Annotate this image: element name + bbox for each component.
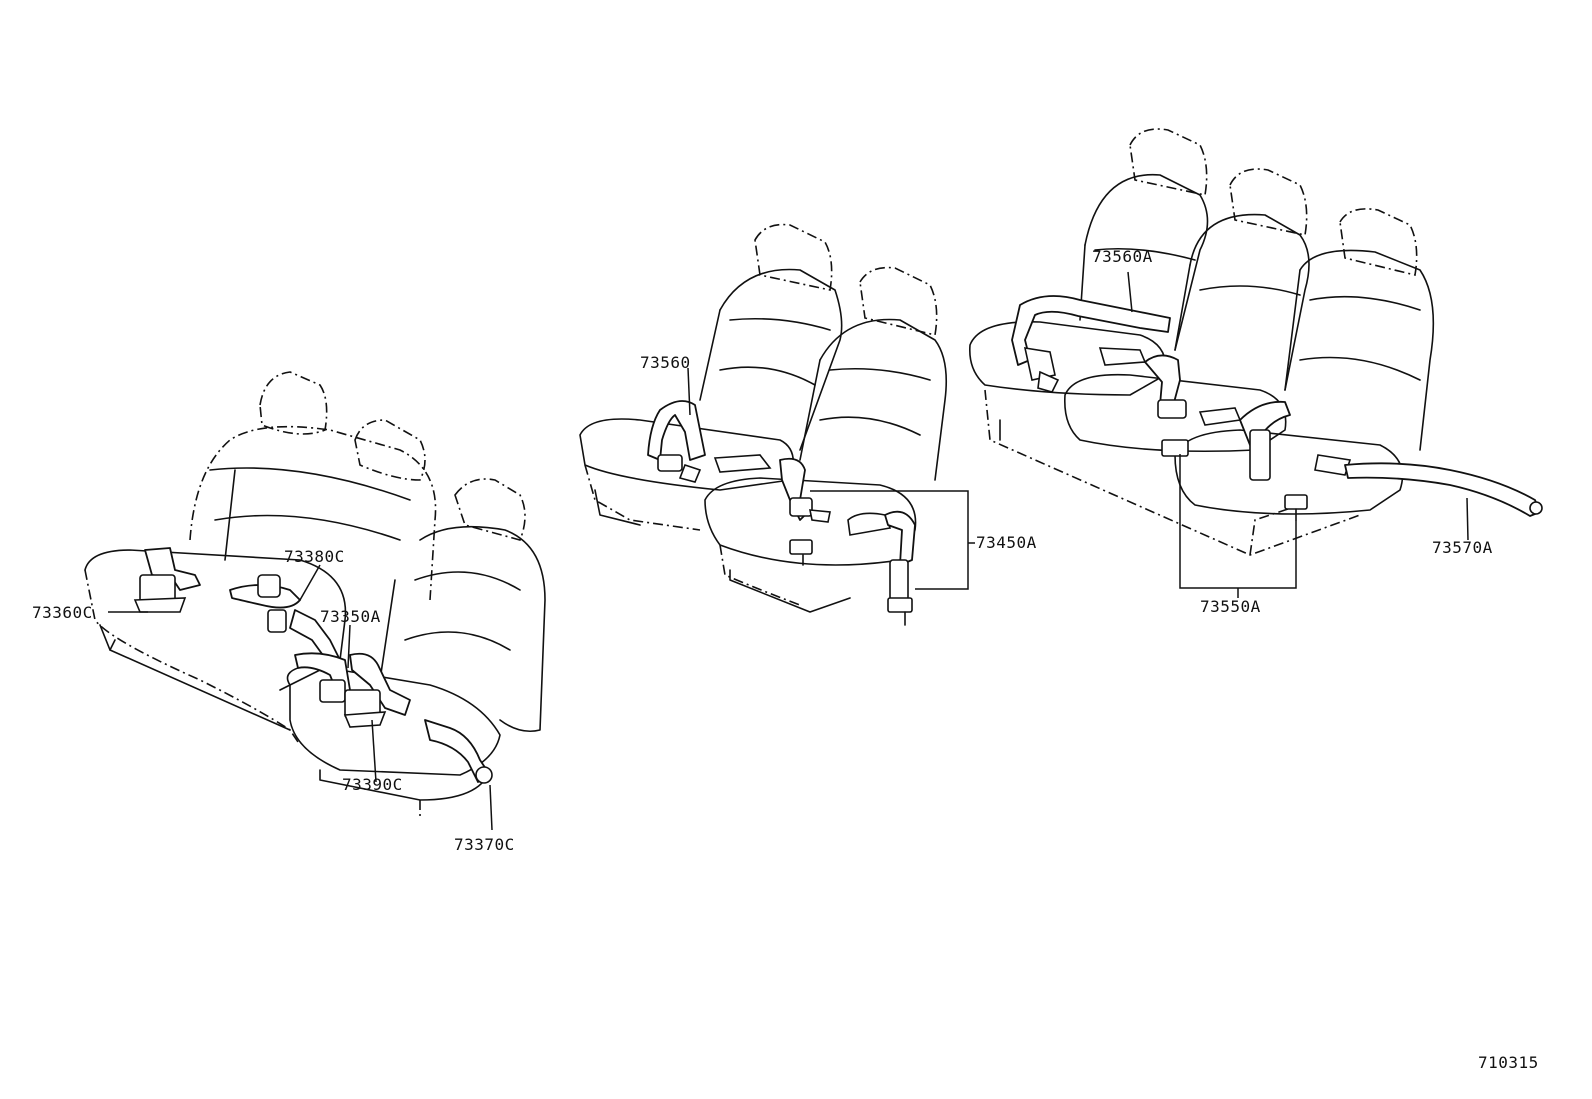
- left-seat-assembly: [84, 371, 546, 820]
- leader-lines: [108, 271, 1469, 831]
- callout-73380c: 73380C: [284, 547, 345, 566]
- callout-labels: 73360C 73380C 73350A 73390C 73370C 73560…: [32, 247, 1539, 1072]
- callout-73370c: 73370C: [454, 835, 515, 854]
- callout-73560: 73560: [640, 353, 691, 372]
- middle-seat-assembly: [579, 223, 948, 626]
- callout-73360c: 73360C: [32, 603, 93, 622]
- callout-73570a: 73570A: [1432, 538, 1493, 557]
- callout-73550a: 73550A: [1200, 597, 1261, 616]
- callout-73390c: 73390C: [342, 775, 403, 794]
- callout-73350a: 73350A: [320, 607, 381, 626]
- callout-73450a: 73450A: [976, 533, 1037, 552]
- right-seat-assembly: [968, 128, 1543, 556]
- callout-73560a: 73560A: [1092, 247, 1153, 266]
- figure-number: 710315: [1478, 1053, 1539, 1072]
